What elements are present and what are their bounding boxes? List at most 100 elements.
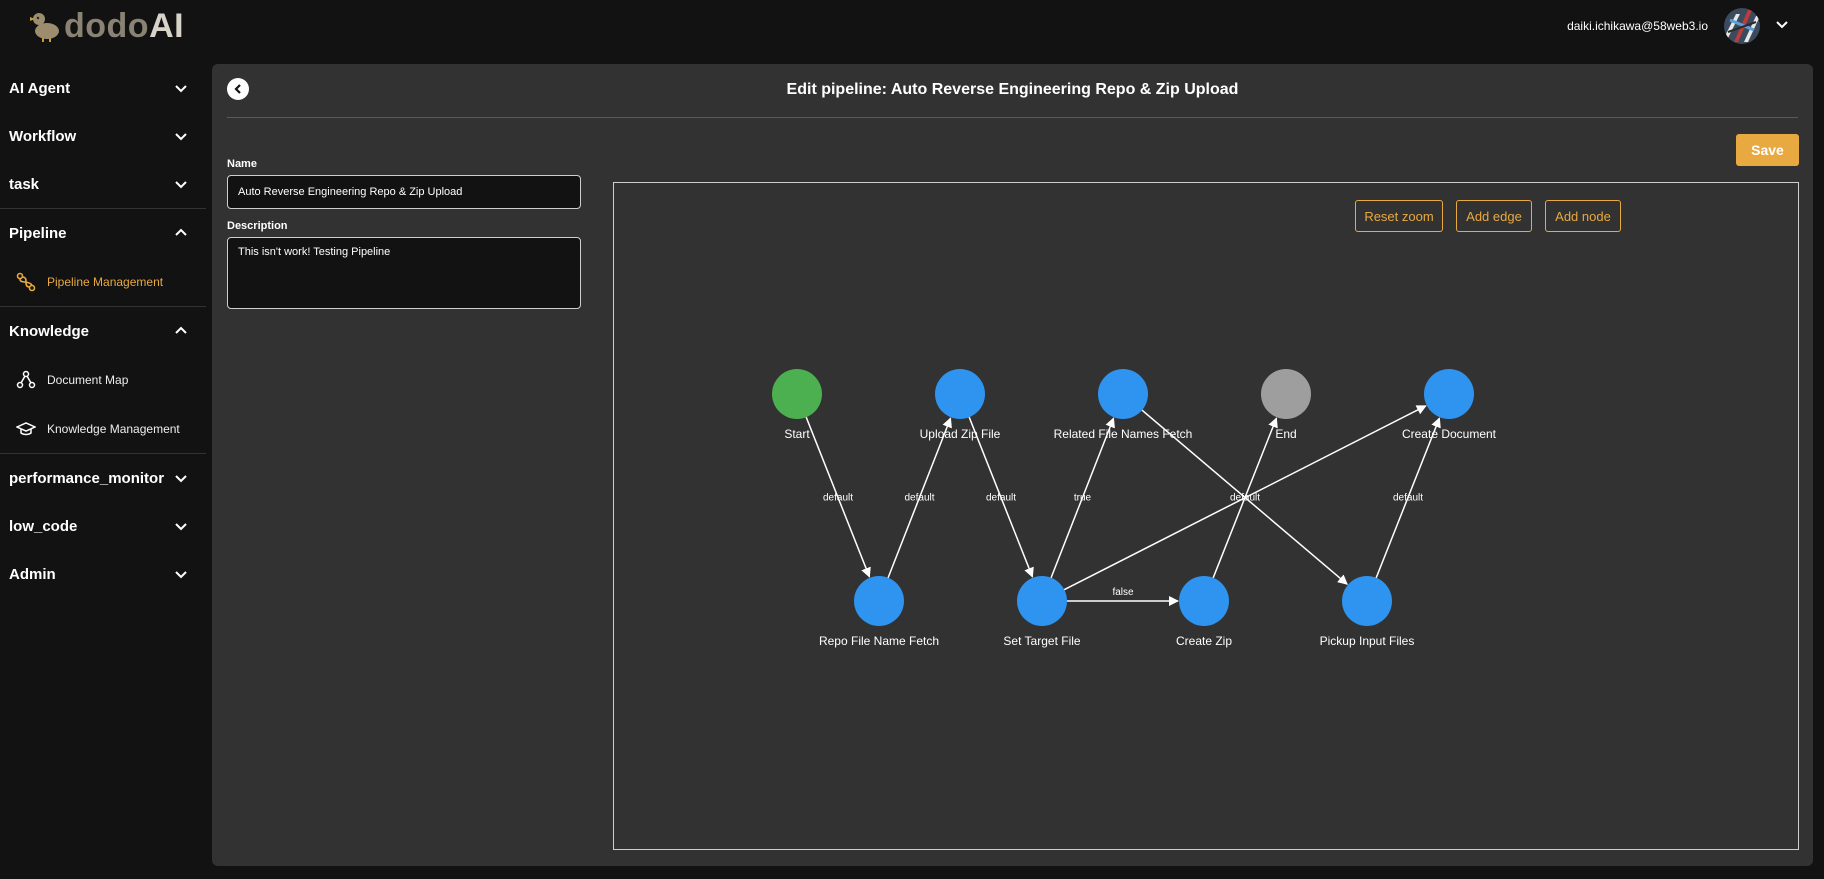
main-panel: Edit pipeline: Auto Reverse Engineering … [212,64,1813,866]
sidebar-menu-ai-agent[interactable]: AI Agent [0,64,206,112]
node-circle[interactable] [935,369,985,419]
edge-label: default [823,493,853,504]
chevron-down-icon [175,133,187,141]
avatar-pattern-icon [1724,8,1760,44]
save-button[interactable]: Save [1736,134,1799,166]
sidebar-menu-label: Workflow [9,127,77,145]
graduation-cap-icon [16,419,36,439]
avatar[interactable] [1724,8,1760,44]
sidebar-item-pipeline-management[interactable]: Pipeline Management [0,257,206,306]
sidebar-divider [0,453,206,454]
sidebar-menu-performance-monitor[interactable]: performance_monitor [0,454,206,502]
graph-nodes-icon [16,370,36,390]
graph-node-start[interactable]: Start [772,369,822,441]
node-label: Create Document [1402,427,1497,441]
pipeline-graph[interactable]: defaultdefaultdefaulttruefalsedefaultdef… [614,183,1798,849]
sidebar-menu-label: task [9,175,40,193]
node-label: Related File Names Fetch [1054,427,1193,441]
graph-edge[interactable] [1055,405,1427,595]
add-edge-button[interactable]: Add edge [1456,200,1532,232]
edge-label: default [986,493,1016,504]
graph-edge[interactable] [883,417,952,588]
sidebar-item-label: Knowledge Management [47,421,180,436]
node-label: Start [784,427,810,441]
chevron-up-icon [175,326,187,334]
chevron-down-icon [175,85,187,93]
graph-edge[interactable] [1046,417,1115,588]
sidebar-divider [0,306,206,307]
sidebar-menu-task[interactable]: task [0,160,206,208]
node-circle[interactable] [772,369,822,419]
sidebar: AI Agent Workflow task Pipeline Pipeline… [0,64,206,879]
graph-node-related[interactable]: Related File Names Fetch [1054,369,1193,441]
node-label: Create Zip [1176,634,1232,648]
sidebar-menu-label: AI Agent [9,79,71,97]
node-circle[interactable] [1261,369,1311,419]
sidebar-menu-admin[interactable]: Admin [0,550,206,598]
chevron-down-icon [175,181,187,189]
graph-node-settarget[interactable]: Set Target File [1003,576,1081,648]
sidebar-item-label: Pipeline Management [47,274,164,289]
graph-node-zip[interactable]: Create Zip [1176,576,1232,648]
graph-edge[interactable] [1371,417,1441,588]
description-input[interactable]: This isn't work! Testing Pipeline [227,237,581,309]
sidebar-menu-label: low_code [9,517,78,535]
node-label: Repo File Name Fetch [819,634,939,648]
pipeline-route-icon [16,272,36,292]
page-title: Edit pipeline: Auto Reverse Engineering … [786,81,1239,98]
sidebar-menu-workflow[interactable]: Workflow [0,112,206,160]
graph-node-repo[interactable]: Repo File Name Fetch [819,576,939,648]
chevron-down-icon [175,475,187,483]
duck-logo-icon [30,13,59,42]
app-logo[interactable]: dodoAI [30,6,184,46]
header-divider [227,117,1798,118]
node-circle[interactable] [1098,369,1148,419]
back-button[interactable] [227,78,249,100]
node-circle[interactable] [1179,576,1229,626]
sidebar-divider [0,208,206,209]
sidebar-menu-knowledge[interactable]: Knowledge [0,307,206,355]
edge-label: true [1074,493,1092,504]
node-circle[interactable] [1342,576,1392,626]
reset-zoom-button[interactable]: Reset zoom [1355,200,1443,232]
name-input[interactable] [227,175,581,209]
user-email: daiki.ichikawa@58web3.io [1567,19,1708,33]
node-label: Set Target File [1003,634,1080,648]
chevron-down-icon [175,523,187,531]
edge-label: default [904,493,934,504]
edge-label: false [1112,587,1134,598]
node-circle[interactable] [1017,576,1067,626]
chevron-up-icon [175,228,187,236]
graph-node-upload[interactable]: Upload Zip File [920,369,1001,441]
chevron-down-icon [175,571,187,579]
node-circle[interactable] [854,576,904,626]
description-label: Description [227,220,288,232]
node-label: End [1275,427,1296,441]
sidebar-menu-label: performance_monitor [9,469,165,487]
top-bar: dodoAI daiki.ichikawa@58web3.io [0,0,1824,56]
sidebar-item-knowledge-management[interactable]: Knowledge Management [0,404,206,453]
graph-edge[interactable] [1133,403,1348,585]
edge-label: default [1393,493,1423,504]
sidebar-menu-label: Admin [9,565,56,583]
sidebar-menu-low-code[interactable]: low_code [0,502,206,550]
sidebar-menu-label: Knowledge [9,322,90,340]
graph-edge[interactable] [801,407,871,578]
name-label: Name [227,158,257,170]
logo-text: dodoAI [64,6,185,45]
graph-node-doc[interactable]: Create Document [1402,369,1497,441]
add-node-button[interactable]: Add node [1545,200,1621,232]
sidebar-menu-pipeline[interactable]: Pipeline [0,209,206,257]
graph-node-end[interactable]: End [1261,369,1311,441]
graph-edge[interactable] [964,407,1034,578]
node-circle[interactable] [1424,369,1474,419]
graph-edge[interactable] [1208,417,1278,588]
graph-node-pickup[interactable]: Pickup Input Files [1320,576,1415,648]
pipeline-canvas[interactable]: Reset zoom Add edge Add node default defa… [613,182,1799,850]
sidebar-item-document-map[interactable]: Document Map [0,355,206,404]
sidebar-item-label: Document Map [47,372,129,387]
chevron-left-icon [234,84,241,94]
sidebar-menu-label: Pipeline [9,224,67,242]
node-label: Upload Zip File [920,427,1001,441]
user-menu-chevron-icon[interactable] [1774,16,1790,37]
